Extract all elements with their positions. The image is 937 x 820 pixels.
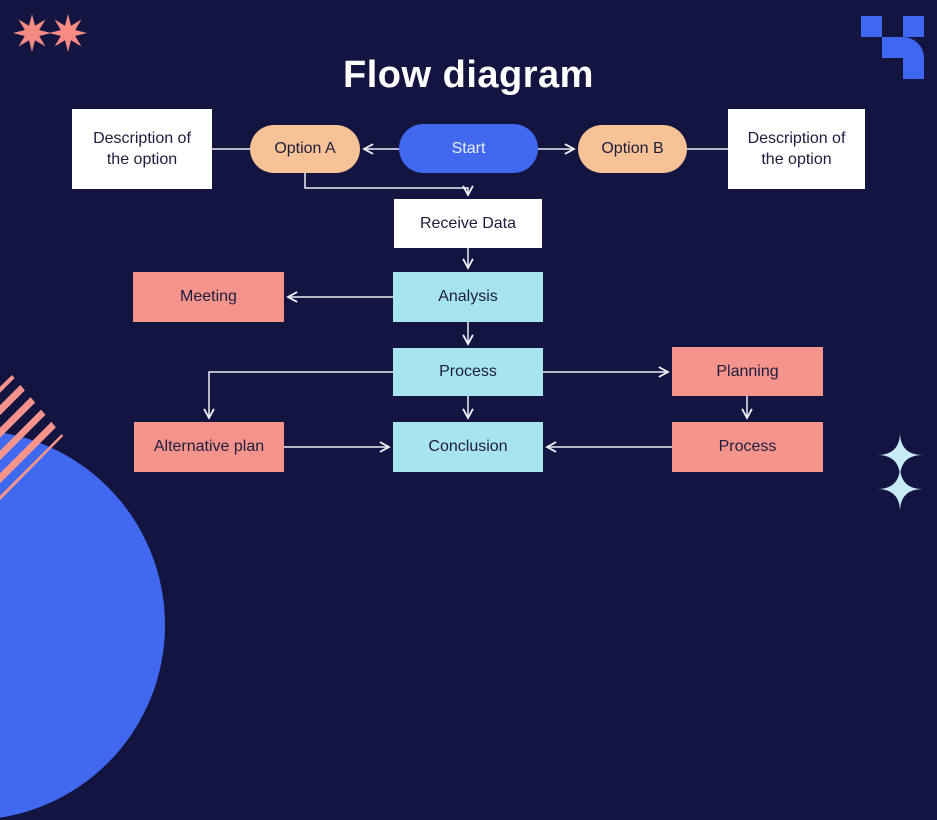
node-conclusion: Conclusion (393, 422, 543, 472)
node-meeting: Meeting (133, 272, 284, 322)
corner-circle-decoration (0, 430, 165, 820)
node-alternative-plan: Alternative plan (134, 422, 284, 472)
node-process-side: Process (672, 422, 823, 472)
pixel-squares-icon (861, 16, 924, 79)
node-option-a: Option A (250, 125, 360, 173)
node-description-left: Description of the option (72, 109, 212, 189)
node-start: Start (399, 124, 538, 173)
sparkle-icon (877, 432, 923, 512)
node-receive-data: Receive Data (394, 199, 542, 248)
node-description-right: Description of the option (728, 109, 865, 189)
page-title: Flow diagram (343, 54, 594, 96)
node-planning: Planning (672, 347, 823, 396)
node-analysis: Analysis (393, 272, 543, 322)
node-process-main: Process (393, 348, 543, 396)
node-option-b: Option B (578, 125, 687, 173)
stars-icon (13, 14, 87, 52)
